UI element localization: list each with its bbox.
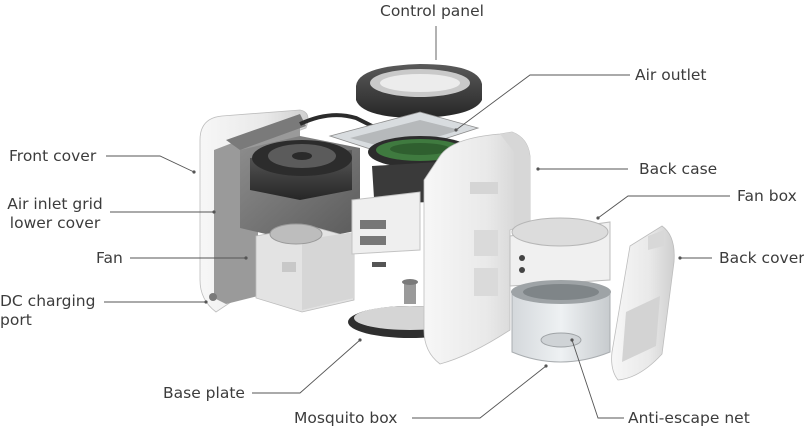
label-air-inlet-line2: lower cover [9,214,101,232]
top-fan-part [250,140,352,200]
label-base-plate: Base plate [163,384,245,402]
label-fan: Fan [96,249,123,267]
mosquito-box-part [511,280,611,363]
leader-front-cover [106,155,195,173]
mid-housing-part [351,191,421,267]
fan-box-part [509,217,611,287]
label-control-panel: Control panel [380,2,484,20]
label-back-cover: Back cover [719,249,804,267]
leader-air-outlet [455,74,630,131]
leader-mosquito-box [412,365,547,419]
label-back-case: Back case [639,160,718,178]
wire-harness [299,113,377,130]
label-anti-escape-net: Anti-escape net [628,409,750,427]
leader-lines [104,26,730,419]
back-case-part [423,131,531,365]
label-air-outlet: Air outlet [635,66,707,84]
label-mosquito-box: Mosquito box [294,409,398,427]
label-air-inlet-line1: Air inlet grid [7,195,103,213]
back-cover-part [611,225,675,381]
leader-fan-box [597,195,730,219]
label-dc-line2: port [0,311,32,329]
control-panel-part [356,64,482,118]
leader-base-plate [252,339,361,394]
leader-anti-escape-net [571,339,624,419]
label-dc-line1: DC charging [0,292,96,310]
label-air-inlet: Air inlet grid lower cover [2,195,108,233]
label-dc-port: DC charging port [0,292,95,330]
label-front-cover: Front cover [9,147,97,165]
label-fan-box: Fan box [737,187,797,205]
